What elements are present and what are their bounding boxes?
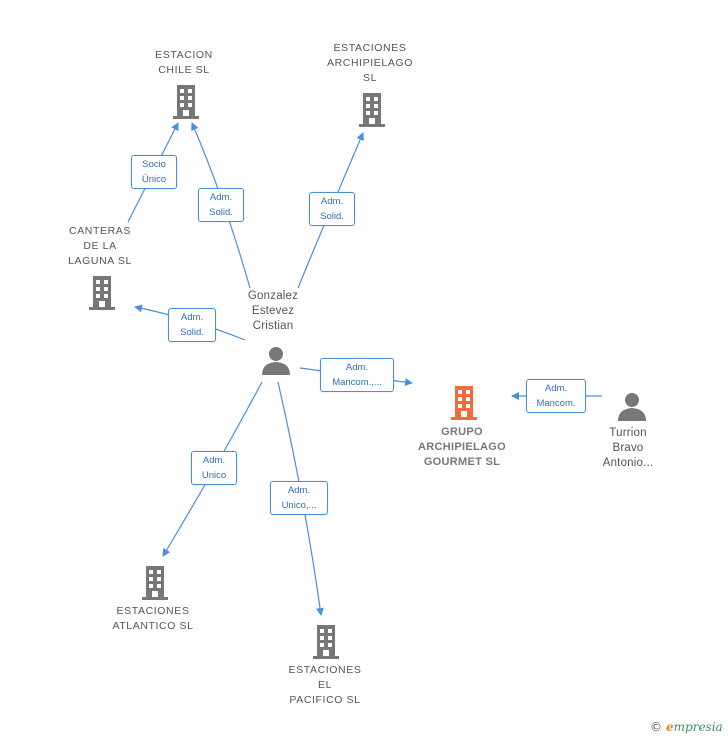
edge-label-adm-unico-atlantico[interactable]: Adm. Unico bbox=[191, 451, 237, 485]
edge-label-adm-solid-canteras[interactable]: Adm. Solid. bbox=[168, 308, 216, 342]
person-icon[interactable] bbox=[617, 392, 647, 422]
person-label-turrion[interactable]: Turrion Bravo Antonio... bbox=[602, 427, 654, 469]
edge-label-adm-mancom-turrion[interactable]: Adm. Mancom. bbox=[526, 379, 586, 413]
brand-first-letter: e bbox=[666, 720, 674, 734]
building-icon[interactable] bbox=[357, 93, 387, 127]
building-icon[interactable] bbox=[449, 386, 479, 420]
company-label-grupo-archipielago[interactable]: GRUPO ARCHIPIELAGO GOURMET SL bbox=[418, 426, 506, 468]
edge-label-adm-unico-pacifico[interactable]: Adm. Unico,... bbox=[270, 481, 328, 515]
building-icon[interactable] bbox=[87, 276, 117, 310]
edge-label-adm-solid-archipielago[interactable]: Adm. Solid. bbox=[309, 192, 355, 226]
edge-label-adm-mancom-grupo[interactable]: Adm. Mancom.,... bbox=[320, 358, 394, 392]
person-icon[interactable] bbox=[261, 346, 291, 376]
building-icon[interactable] bbox=[171, 85, 201, 119]
edge-label-adm-solid-chile[interactable]: Adm. Solid. bbox=[198, 188, 244, 222]
building-icon[interactable] bbox=[311, 625, 341, 659]
brand-logo: © empresia bbox=[650, 720, 723, 734]
company-label-estaciones-atlantico[interactable]: ESTACIONES ATLANTICO SL bbox=[112, 605, 194, 632]
company-label-estacion-chile[interactable]: ESTACION CHILE SL bbox=[155, 49, 213, 76]
edge-label-socio-unico[interactable]: Socio Único bbox=[131, 155, 177, 189]
company-label-canteras-laguna[interactable]: CANTERAS DE LA LAGUNA SL bbox=[68, 225, 132, 267]
company-label-estaciones-pacifico[interactable]: ESTACIONES EL PACIFICO SL bbox=[288, 664, 362, 706]
copyright-icon: © bbox=[650, 720, 662, 734]
building-icon[interactable] bbox=[140, 566, 170, 600]
company-label-estaciones-archipielago[interactable]: ESTACIONES ARCHIPIELAGO SL bbox=[327, 42, 413, 84]
person-label-gonzalez[interactable]: Gonzalez Estevez Cristian bbox=[247, 290, 299, 332]
brand-rest: mpresia bbox=[673, 720, 723, 734]
